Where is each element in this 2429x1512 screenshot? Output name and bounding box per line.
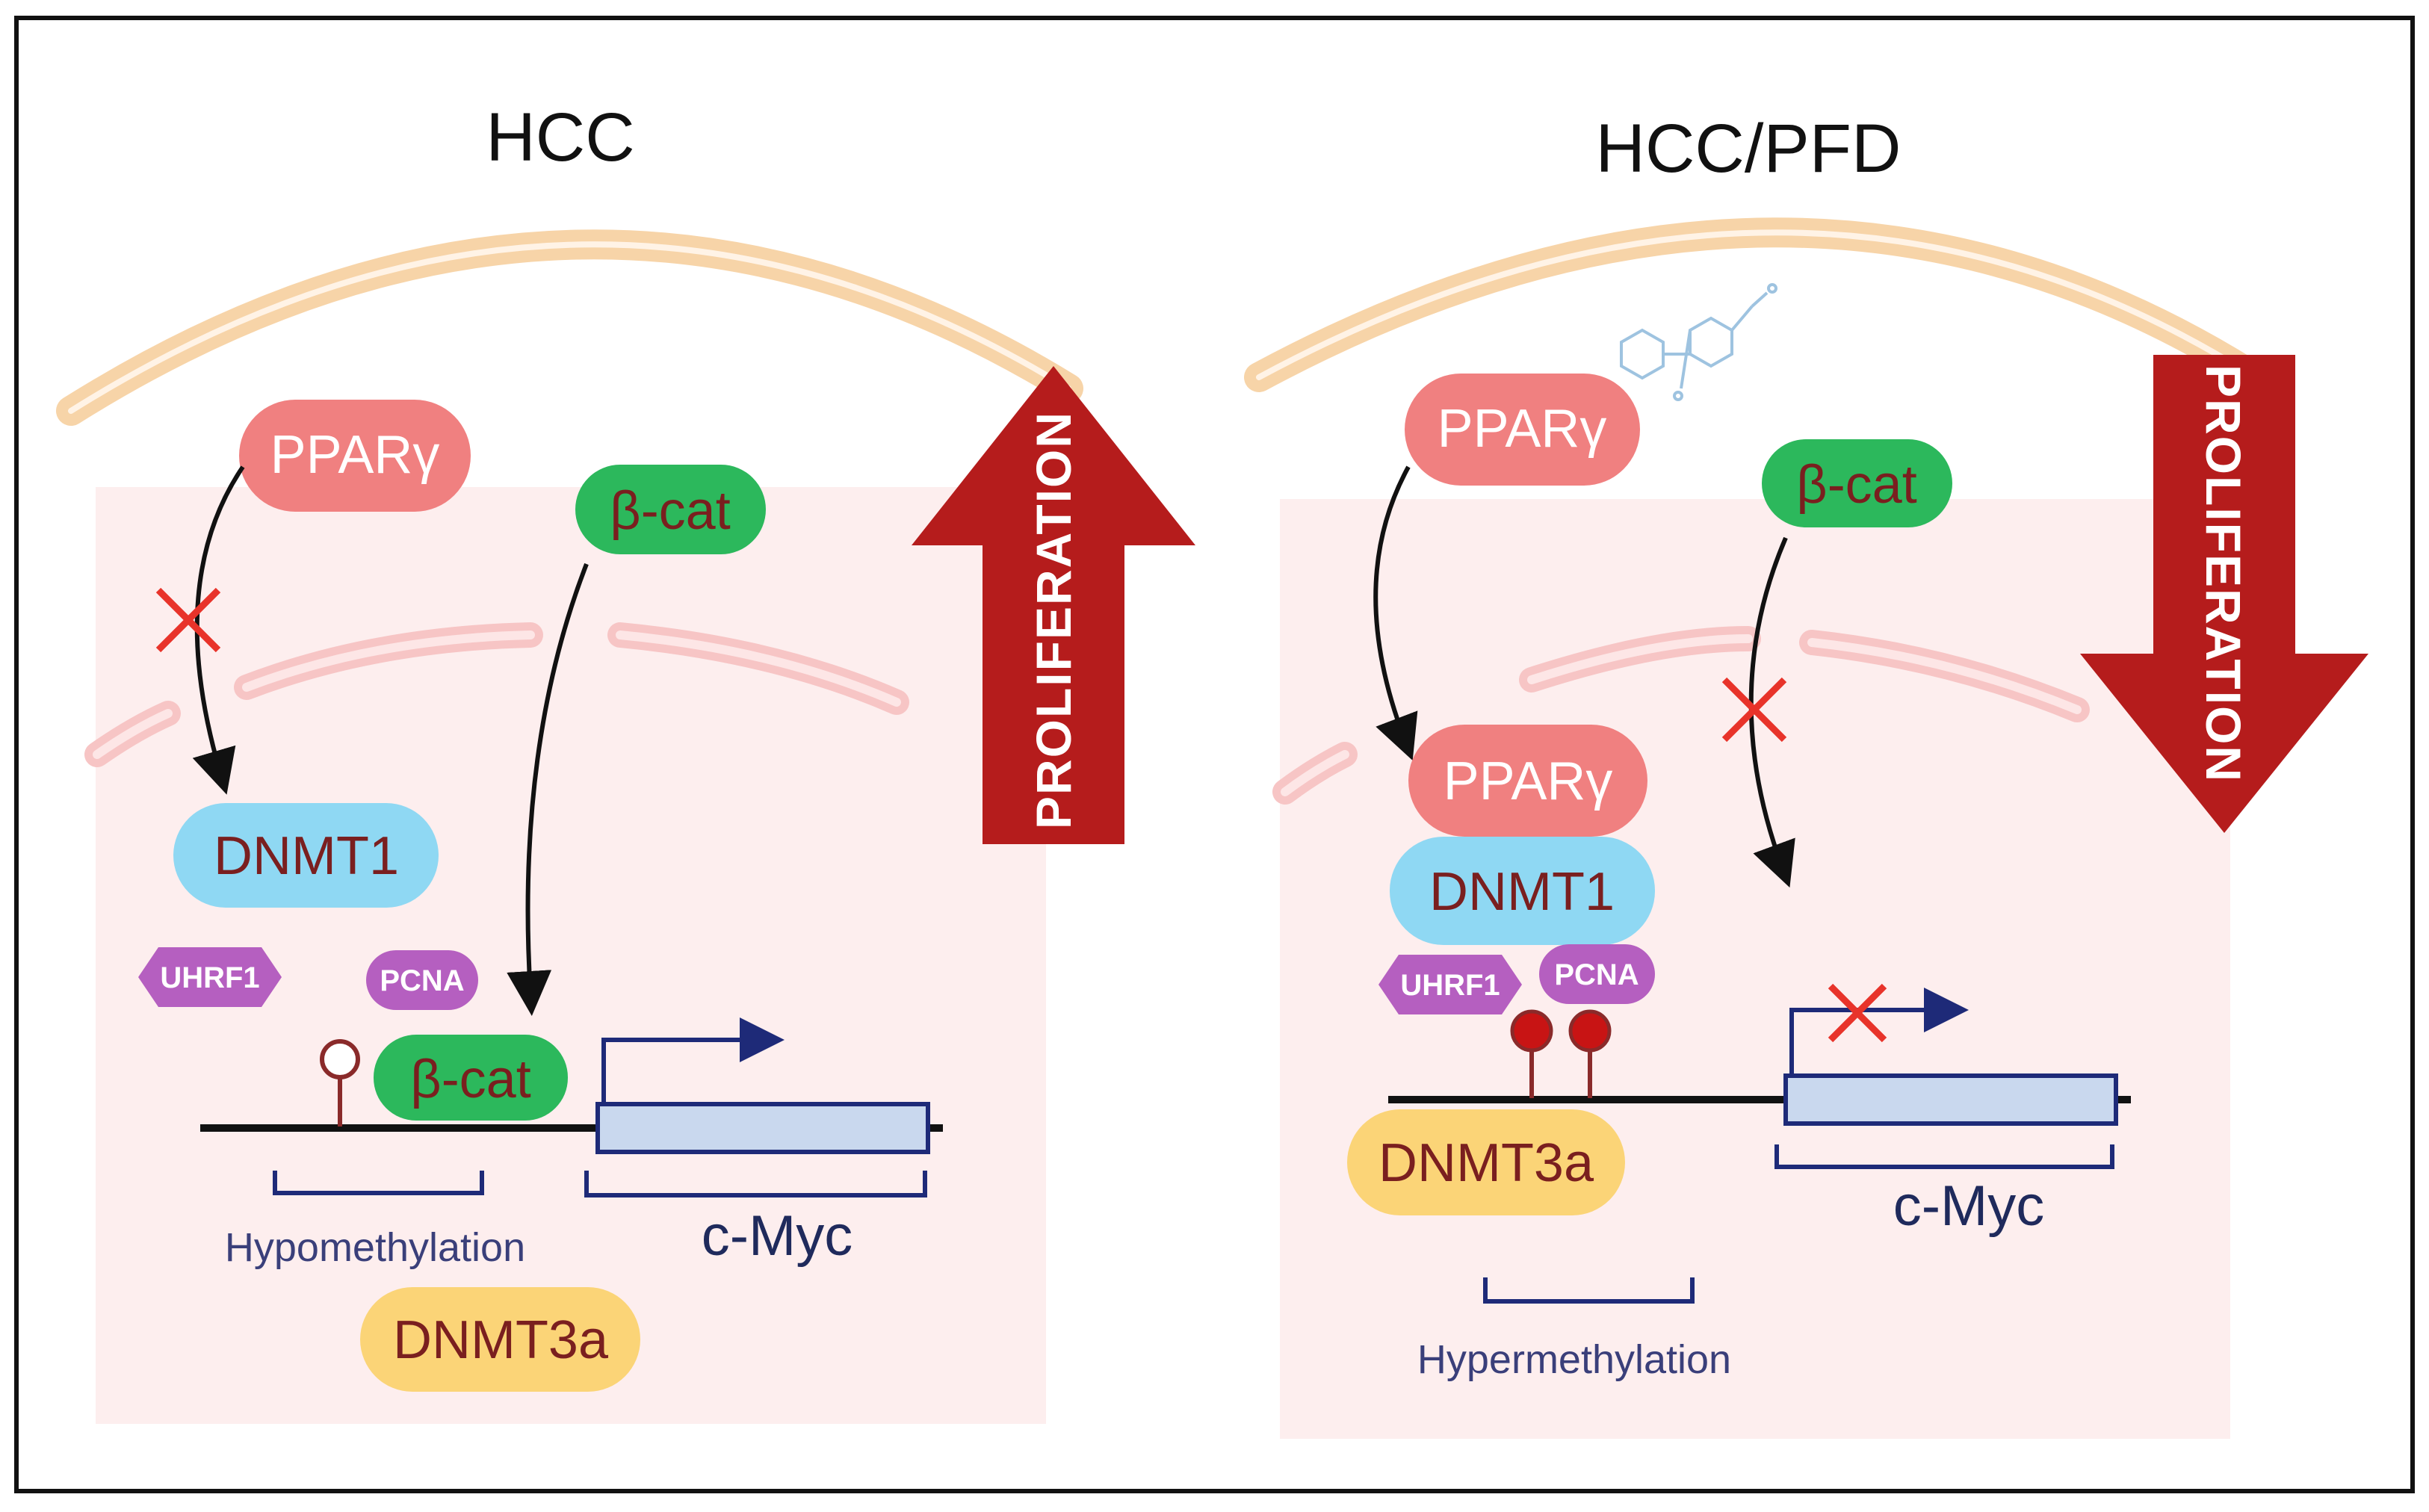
right-inhibition-x: [1721, 677, 1787, 743]
right-dnmt3a-label: DNMT3a: [1379, 1133, 1594, 1193]
right-methylated-cpg-2: [1568, 1009, 1612, 1053]
left-ppar-pill: [239, 400, 471, 512]
right-panel: HCC/PFD PPARγ β-cat PPARγ: [1244, 111, 2368, 1439]
right-uhrf1-hexagon: [1379, 955, 1522, 1014]
left-bcat-arrow: [507, 563, 589, 1016]
left-dnmt3a-label: DNMT3a: [393, 1310, 609, 1370]
left-dnmt1-label: DNMT1: [214, 826, 399, 886]
right-panel-title: HCC/PFD: [1596, 111, 1902, 187]
left-gene-bracket: [584, 1171, 927, 1197]
left-dnmt3a-pill: [360, 1287, 640, 1392]
right-gene-bracket: [1774, 1144, 2114, 1169]
right-bcat-pill: [1762, 439, 1952, 527]
right-ppar-label: PPARγ: [1438, 399, 1607, 459]
right-dnmt1-pill: [1390, 837, 1655, 945]
right-proliferation-label: PROLIFERATION: [2196, 365, 2251, 783]
right-dnmt3a-pill: [1347, 1109, 1625, 1215]
right-ppar-bound-pill: [1408, 725, 1647, 837]
left-uhrf1-label: UHRF1: [160, 961, 259, 994]
left-dnmt1-pill: [173, 803, 439, 908]
left-pcna-label: PCNA: [380, 964, 464, 997]
right-methylated-cpg-1: [1510, 1009, 1553, 1053]
right-transcription-arrow: [1789, 988, 1969, 1076]
right-pcna-pill: [1539, 944, 1655, 1004]
right-ppar-arrow: [1373, 465, 1418, 761]
left-gene-box: [595, 1102, 930, 1154]
left-panel: HCC PPARγ β-cat DNMT1 UHRF1 PCNA β-ca: [56, 99, 1195, 1424]
left-transcription-arrow: [601, 1017, 785, 1104]
right-bcat-arrow: [1748, 536, 1795, 888]
left-uhrf1-hexagon: [138, 947, 282, 1007]
left-proliferation-label: PROLIFERATION: [1026, 411, 1081, 829]
left-proliferation-up-arrow: [912, 366, 1195, 844]
right-gene-label: c-Myc: [1893, 1174, 2045, 1238]
right-methylation-bracket: [1483, 1277, 1695, 1304]
left-bcat-bound-label: β-cat: [410, 1050, 530, 1109]
left-bcat-pill: [575, 465, 766, 554]
left-gene-label: c-Myc: [702, 1204, 853, 1268]
left-methylation-label: Hypomethylation: [225, 1225, 525, 1270]
left-inhibition-x: [155, 587, 221, 653]
right-proliferation-down-arrow: [2080, 355, 2368, 833]
left-ppar-label: PPARγ: [270, 425, 440, 485]
left-methylation-bracket: [273, 1171, 484, 1195]
left-panel-title: HCC: [486, 99, 634, 176]
right-methylation-label: Hypermethylation: [1417, 1337, 1731, 1382]
right-gene-box: [1783, 1073, 2118, 1126]
left-pcna-pill: [366, 950, 478, 1010]
right-ppar-pill: [1405, 374, 1640, 486]
right-dnmt1-label: DNMT1: [1429, 862, 1615, 922]
left-bcat-bound-pill: [374, 1035, 568, 1121]
left-bcat-label: β-cat: [610, 481, 730, 541]
right-bcat-label: β-cat: [1796, 455, 1916, 515]
right-ppar-bound-label: PPARγ: [1444, 752, 1613, 811]
right-uhrf1-label: UHRF1: [1400, 969, 1500, 1002]
right-transcription-blocked-x: [1828, 983, 1887, 1043]
left-ppar-dnmt1-arrow: [192, 465, 245, 795]
right-pcna-label: PCNA: [1554, 958, 1639, 991]
pirfenidone-molecule-icon: [1620, 283, 1777, 401]
left-unmethylated-cpg: [320, 1039, 360, 1079]
